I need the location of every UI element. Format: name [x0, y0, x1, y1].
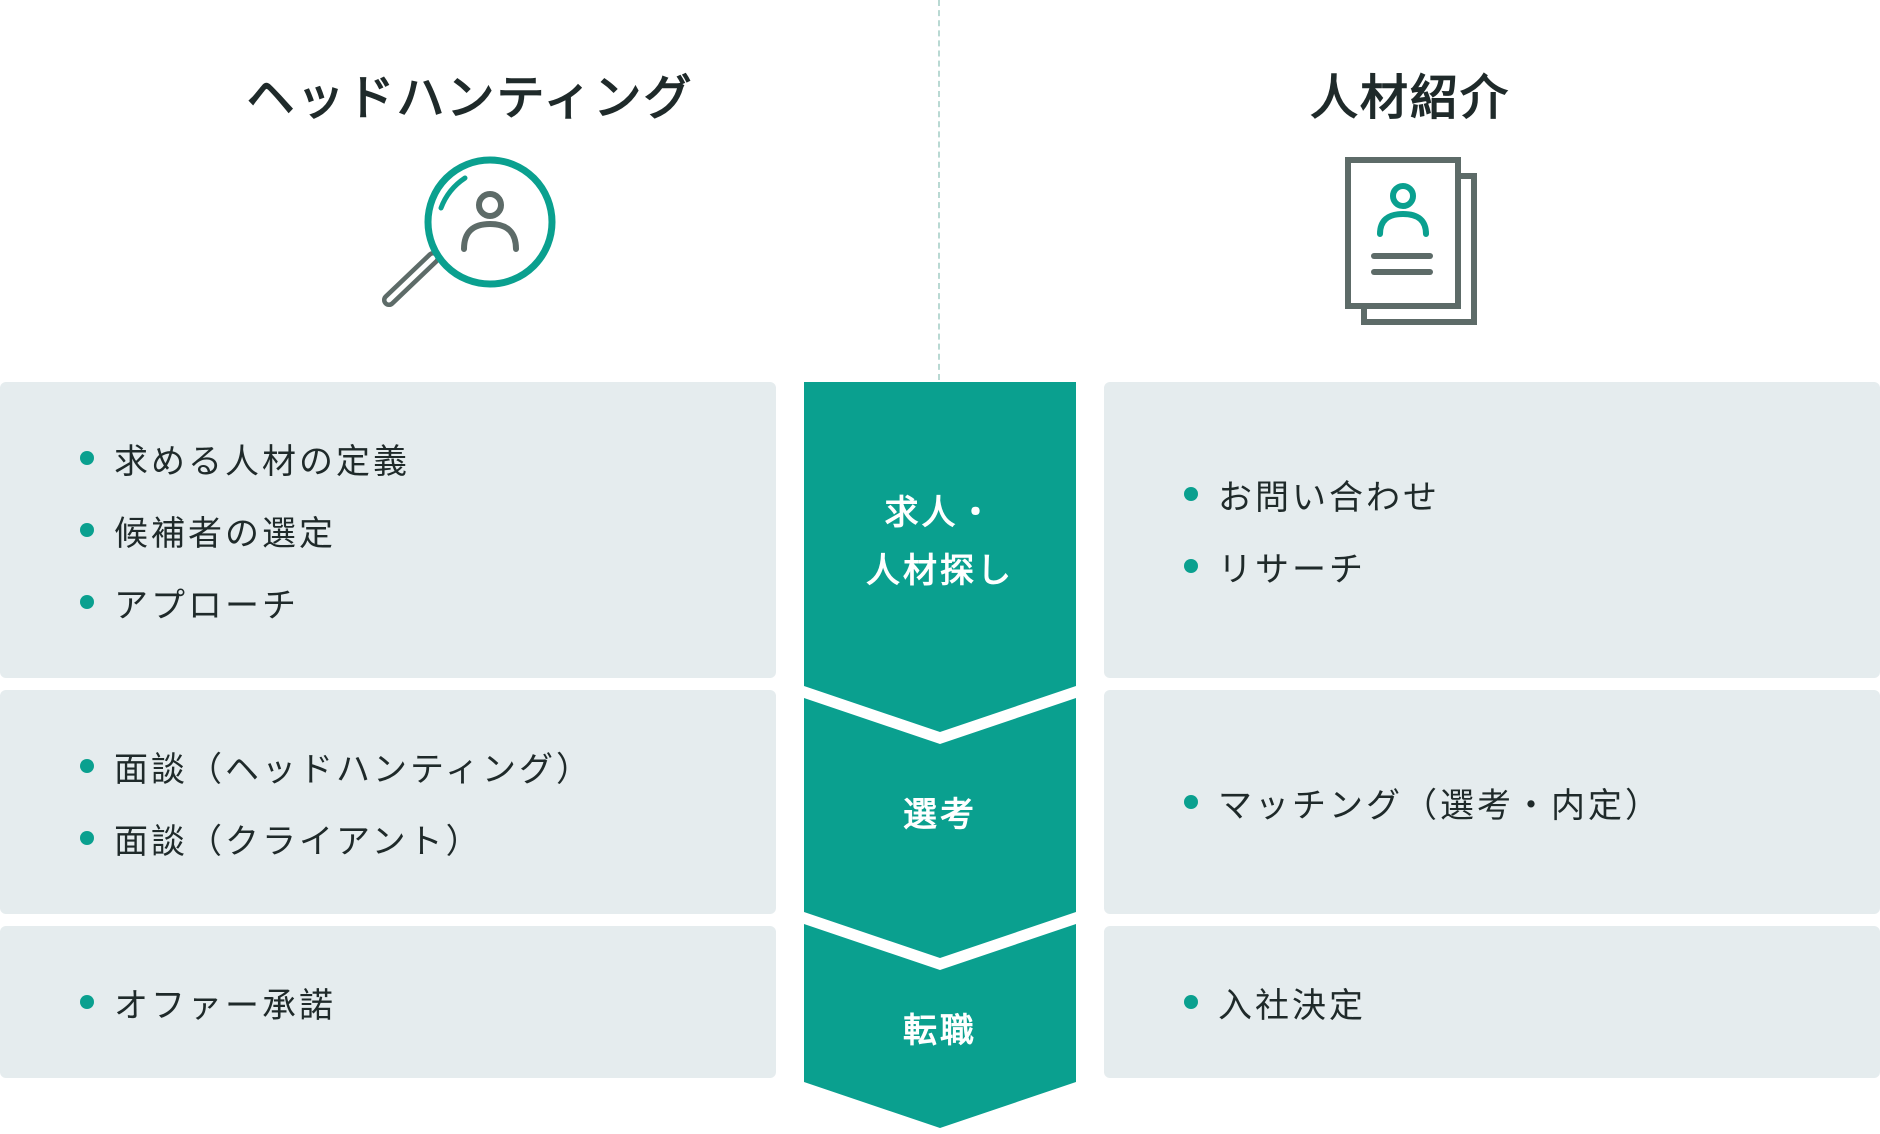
agency-stage-2-panel: マッチング（選考・内定） — [1104, 690, 1880, 914]
center-divider — [938, 0, 940, 380]
bullet-icon — [80, 451, 94, 465]
flow-stage-2-label: 選考 — [903, 795, 977, 835]
bullet-icon — [1184, 559, 1198, 573]
list-item: 面談（クライアント） — [80, 802, 776, 874]
magnifier-person-icon — [375, 150, 575, 344]
list-item: 求める人材の定義 — [80, 422, 776, 494]
bullet-icon — [1184, 995, 1198, 1009]
recruitment-agency-title: 人材紹介 — [1309, 70, 1510, 126]
flow-stage-1-shape — [804, 382, 1076, 732]
headhunting-stage-3-panel: オファー承諾 — [0, 926, 776, 1078]
flow-stage-3-label: 転職 — [903, 1011, 977, 1051]
list-item: マッチング（選考・内定） — [1184, 766, 1880, 838]
bullet-icon — [80, 595, 94, 609]
bullet-icon — [1184, 487, 1198, 501]
flow-stage-3-shape — [804, 924, 1076, 1128]
list-item: お問い合わせ — [1184, 458, 1880, 530]
bullet-icon — [80, 523, 94, 537]
agency-stage-1-panel: お問い合わせ リサーチ — [1104, 382, 1880, 678]
flow-stage-1-label: 求人・ 人材探し — [866, 493, 1014, 591]
list-item: 入社決定 — [1184, 966, 1880, 1038]
list-item: オファー承諾 — [80, 966, 776, 1038]
list-item: 候補者の選定 — [80, 494, 776, 566]
bullet-icon — [80, 995, 94, 1009]
bullet-icon — [1184, 795, 1198, 809]
headhunting-title: ヘッドハンティング — [246, 70, 694, 126]
list-item: アプローチ — [80, 566, 776, 638]
headhunting-stage-1-panel: 求める人材の定義 候補者の選定 アプローチ — [0, 382, 776, 678]
list-item: 面談（ヘッドハンティング） — [80, 730, 776, 802]
bullet-icon — [80, 831, 94, 845]
bullet-icon — [80, 759, 94, 773]
flow-stage-2-shape — [804, 698, 1076, 958]
resume-document-icon — [1340, 152, 1480, 336]
list-item: リサーチ — [1184, 530, 1880, 602]
agency-stage-3-panel: 入社決定 — [1104, 926, 1880, 1078]
headhunting-stage-2-panel: 面談（ヘッドハンティング） 面談（クライアント） — [0, 690, 776, 914]
